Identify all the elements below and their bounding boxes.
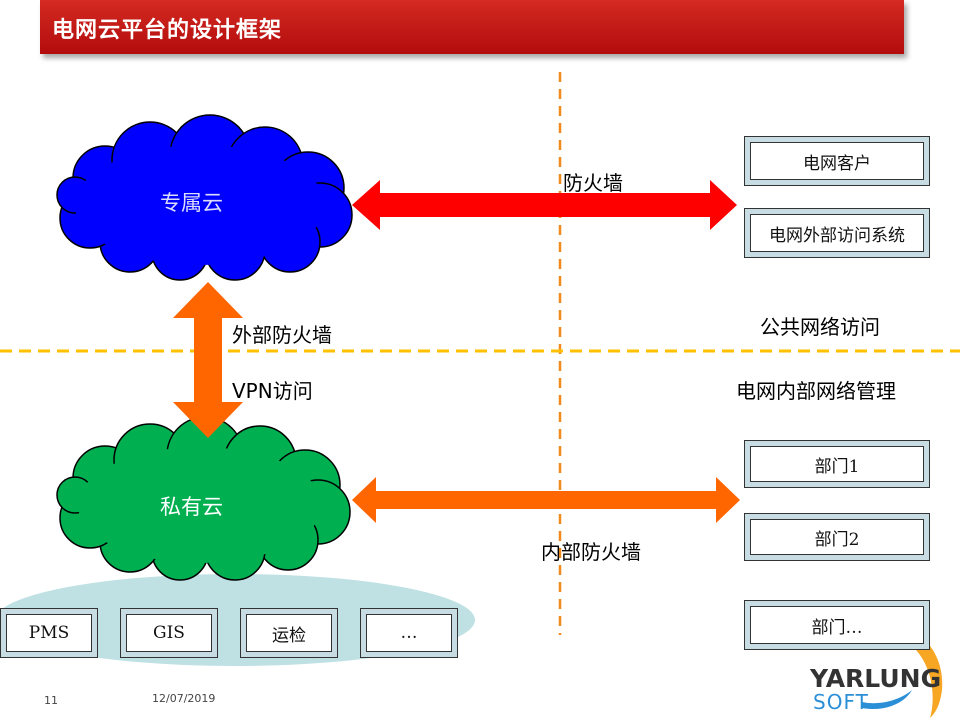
private-cloud-fill <box>78 447 322 563</box>
public-box-external-system: 电网外部访问系统 <box>744 208 930 258</box>
public-box-label: 电网客户 <box>750 142 924 180</box>
logo-top-text: YARLUNG <box>810 664 942 693</box>
system-box-label: … <box>366 614 452 652</box>
system-box-inspection: 运检 <box>240 608 338 658</box>
dept-box-more: 部门… <box>744 600 930 650</box>
dept-box-label: 部门… <box>750 606 924 644</box>
dedicated-cloud-label: 专属云 <box>160 191 223 215</box>
public-box-customer: 电网客户 <box>744 136 930 186</box>
public-access-label: 公共网络访问 <box>760 315 880 339</box>
public-box-label: 电网外部访问系统 <box>750 214 924 252</box>
firewall-label: 防火墙 <box>563 171 623 195</box>
firewall-arrow <box>352 180 737 230</box>
dedicated-cloud-fill <box>75 145 325 265</box>
logo-swoosh-blue-icon <box>862 690 912 710</box>
external-firewall-label: 外部防火墙 <box>232 323 332 347</box>
system-box-label: PMS <box>6 614 92 652</box>
system-box-gis: GIS <box>120 608 218 658</box>
internal-firewall-arrow <box>352 477 740 523</box>
vpn-label: VPN访问 <box>232 379 313 403</box>
system-box-label: 运检 <box>246 614 332 652</box>
dept-box-label: 部门1 <box>750 446 924 482</box>
internal-mgmt-label: 电网内部网络管理 <box>736 379 896 403</box>
systems-ellipse <box>0 574 475 666</box>
internal-firewall-label: 内部防火墙 <box>541 540 641 564</box>
vpn-arrow <box>173 282 243 438</box>
system-box-pms: PMS <box>0 608 98 658</box>
page-title: 电网云平台的设计框架 <box>52 18 283 43</box>
footer-date: 12/07/2019 <box>152 692 216 705</box>
dept-box-2: 部门2 <box>744 513 930 561</box>
title-bar: 电网云平台的设计框架 <box>40 0 904 54</box>
system-box-more: … <box>360 608 458 658</box>
dept-box-label: 部门2 <box>750 519 924 555</box>
private-cloud-label: 私有云 <box>160 495 223 519</box>
dept-box-1: 部门1 <box>744 440 930 488</box>
logo-bottom-text: SOFT <box>813 690 869 714</box>
system-box-label: GIS <box>126 614 212 652</box>
page-number: 11 <box>44 694 58 707</box>
